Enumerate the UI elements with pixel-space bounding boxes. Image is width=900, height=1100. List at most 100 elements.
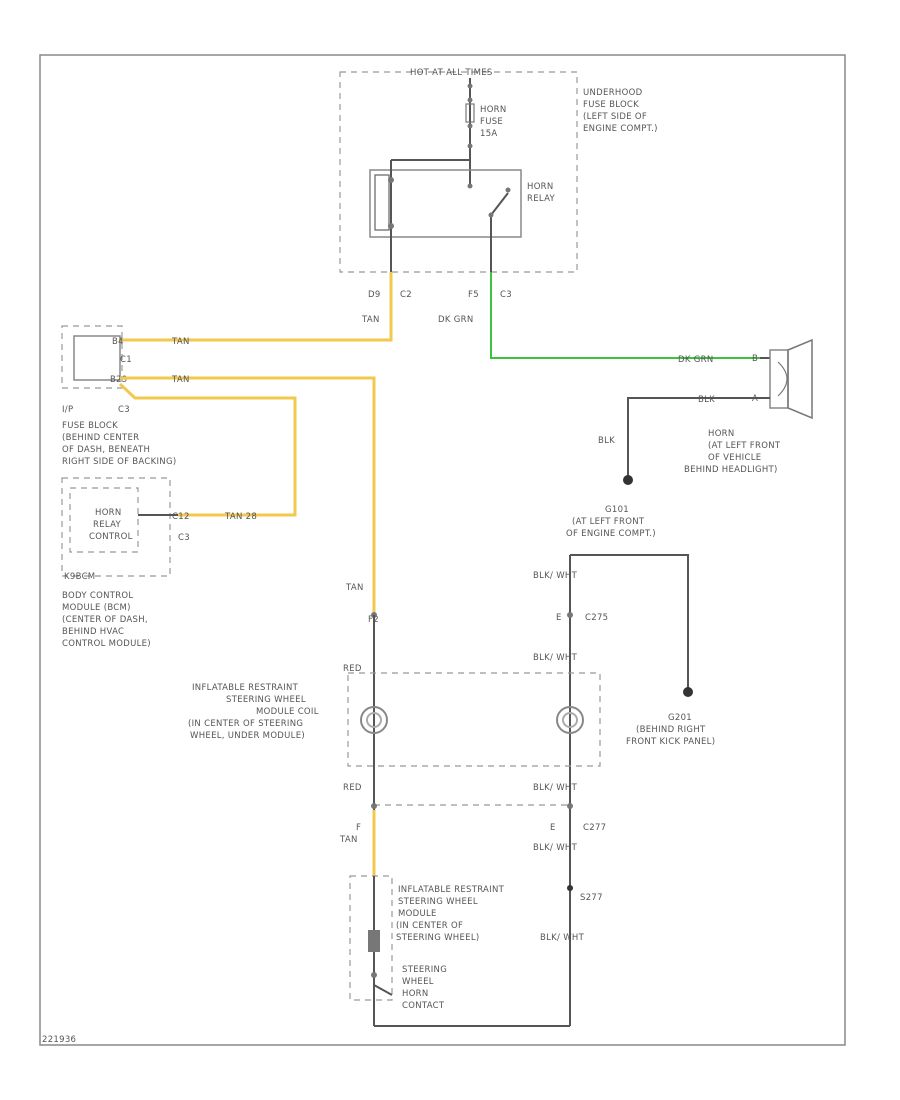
wire-dk-grn-label-2: DK GRN: [678, 355, 713, 365]
coil-desc-4: (IN CENTER OF STEERING: [188, 719, 303, 729]
wire-tan-label-4: TAN: [345, 583, 364, 593]
bcm-horn-relay-control-2: RELAY: [93, 520, 122, 530]
ip-fuse-block-box: [73, 335, 121, 381]
underhood-fuse-block-label-1: UNDERHOOD: [583, 88, 643, 98]
s277-label: S277: [580, 893, 603, 903]
g201-label: G201: [668, 713, 692, 723]
horn-contact-label-3: HORN: [402, 989, 429, 999]
tan-wire-ip-to-c275: [120, 376, 376, 615]
c275-conn: C275: [585, 613, 608, 623]
wire-blk-wht-label-3: BLK/ WHT: [533, 783, 578, 793]
relay-switch-common: [467, 183, 473, 189]
wire-tan-label-5: TAN: [339, 835, 358, 845]
bcm-horn-relay-control-1: HORN: [95, 508, 122, 518]
bcm-outline: [61, 477, 171, 577]
horn-coil-symbol: [777, 361, 788, 397]
sw-module-desc-2: STEERING WHEEL: [398, 897, 478, 907]
wire-tan-label-1: TAN: [361, 315, 380, 325]
horn-fuse-label-2: FUSE: [480, 117, 503, 127]
horn-relay-box: [369, 169, 522, 238]
tan-wire-ip-to-bcm: [118, 382, 297, 517]
coil-desc-2: STEERING WHEEL: [226, 695, 306, 705]
relay-switch-arm: [490, 192, 509, 216]
wire-blk-wht-label-1: BLK/ WHT: [533, 571, 578, 581]
c277-pin-f: F: [356, 823, 361, 833]
sw-module-desc-5: STEERING WHEEL): [396, 933, 479, 943]
fuse-pin-top: [467, 97, 473, 103]
underhood-fuse-block-label-4: ENGINE COMPT.): [583, 124, 658, 134]
underhood-fuse-block-label-2: FUSE BLOCK: [583, 100, 639, 110]
hot-at-all-times-label: HOT AT ALL TIMES: [410, 68, 493, 78]
underhood-fuse-block-label-3: (LEFT SIDE OF: [583, 112, 647, 122]
ip-fuse-block-desc-3: OF DASH, BENEATH: [62, 445, 150, 455]
horn-desc-4: BEHIND HEADLIGHT): [684, 465, 778, 475]
wire-blk-wht-label-5: BLK/ WHT: [540, 933, 585, 943]
wire-dk-grn-label-1: DK GRN: [438, 315, 473, 325]
pin-d9: D9: [368, 290, 381, 300]
c277-pin-e: E: [550, 823, 556, 833]
pin-f5: F5: [468, 290, 479, 300]
horn-ground-wire: [627, 397, 770, 478]
pin-b4: B4: [112, 337, 124, 347]
conn-c3: C3: [500, 290, 512, 300]
bus-pin: [467, 83, 473, 89]
c275-pin-e: E: [556, 613, 562, 623]
horn-contact-label-1: STEERING: [402, 965, 447, 975]
sw-module-connector: [368, 930, 380, 952]
relay-coil-pin-bottom: [388, 223, 394, 229]
wire-tan-label-3: TAN: [171, 375, 190, 385]
bcm-tag: K9BCM: [64, 572, 95, 582]
sw-module-outline: [349, 875, 393, 1001]
relay-switch-pivot: [488, 212, 494, 218]
coil-left-symbol: [360, 706, 388, 734]
wire-blk-wht-label-4: BLK/ WHT: [533, 843, 578, 853]
bcm-pin-c12: C12: [172, 512, 190, 522]
ip-fuse-block-outline: [61, 325, 123, 389]
wire-red-label-2: RED: [343, 783, 362, 793]
underhood-fuse-block-outline: [339, 71, 578, 273]
relay-switch-contact: [505, 187, 511, 193]
coil-right-symbol: [556, 706, 584, 734]
g101-label: G101: [605, 505, 629, 515]
c277-right-pin: [567, 803, 573, 809]
ip-fuse-block-desc-2: (BEHIND CENTER: [62, 433, 139, 443]
coil-outline: [347, 672, 601, 767]
horn-relay-label-2: RELAY: [527, 194, 556, 204]
bcm-inner-outline: [69, 487, 139, 553]
horn-bell: [787, 338, 813, 420]
relay-feed-pin: [467, 143, 473, 149]
diagram-id: 221936: [42, 1035, 76, 1045]
bcm-desc-4: BEHIND HVAC: [62, 627, 124, 637]
horn-contact-pin: [371, 972, 377, 978]
horn-fuse-symbol: [465, 103, 475, 123]
coil-desc-1: INFLATABLE RESTRAINT: [192, 683, 299, 693]
horn-contact-switch: [373, 984, 393, 996]
sw-module-desc-4: (IN CENTER OF: [396, 921, 463, 931]
bcm-desc-1: BODY CONTROL: [62, 591, 133, 601]
ip-conn-c3: C3: [118, 405, 130, 415]
diagram-frame: [39, 54, 846, 1046]
bcm-desc-3: (CENTER OF DASH,: [62, 615, 148, 625]
ground-wire-g201: [570, 554, 689, 690]
relay-coil-symbol: [374, 174, 390, 231]
dk-grn-wire-to-horn: [490, 272, 760, 359]
g201-desc-2: FRONT KICK PANEL): [626, 737, 715, 747]
bcm-desc-5: CONTROL MODULE): [62, 639, 151, 649]
coil-desc-5: WHEEL, UNDER MODULE): [190, 731, 305, 741]
relay-coil-pin-top: [388, 177, 394, 183]
g101-desc-2: OF ENGINE COMPT.): [566, 529, 656, 539]
bcm-desc-2: MODULE (BCM): [62, 603, 131, 613]
conn-c1: C1: [120, 355, 132, 365]
wire-blk-label-horn: BLK: [698, 395, 715, 405]
wire-red-label-1: RED: [343, 664, 362, 674]
bcm-horn-relay-control-3: CONTROL: [89, 532, 133, 542]
wire-blk-wht-label-2: BLK/ WHT: [533, 653, 578, 663]
sw-module-desc-3: MODULE: [398, 909, 437, 919]
ip-fuse-block-desc-4: RIGHT SIDE OF BACKING): [62, 457, 176, 467]
c277-conn: C277: [583, 823, 606, 833]
g101-desc-1: (AT LEFT FRONT: [572, 517, 645, 527]
g201-desc-1: (BEHIND RIGHT: [636, 725, 706, 735]
horn-contact-label-4: CONTACT: [402, 1001, 445, 1011]
ip-fuse-block-desc-1: FUSE BLOCK: [62, 421, 118, 431]
